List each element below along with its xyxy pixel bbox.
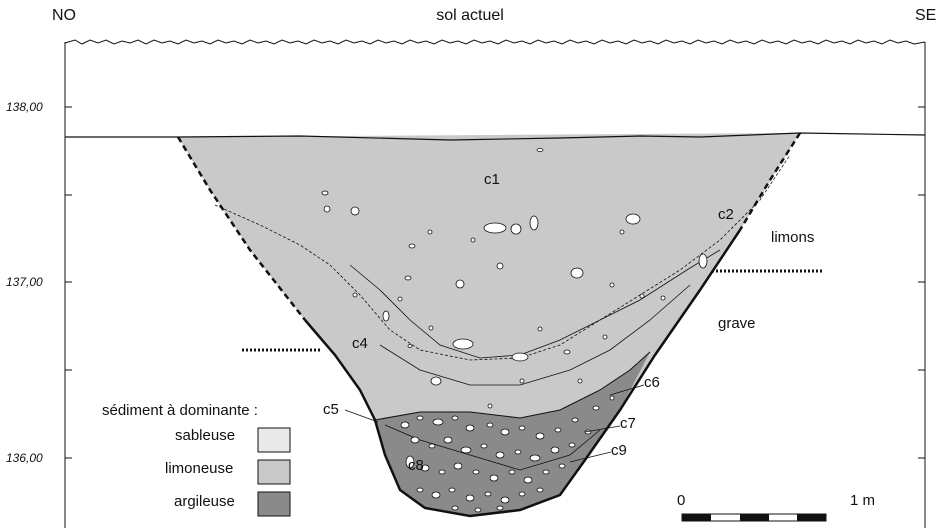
elevation-ticks bbox=[65, 106, 925, 459]
layer-label-c2: c2 bbox=[718, 206, 734, 223]
c6-leader-line bbox=[609, 384, 645, 396]
layer-boundary-c1-inner bbox=[214, 154, 791, 361]
grave-label: grave bbox=[718, 315, 756, 332]
pit-fill-limoneuse bbox=[178, 133, 800, 516]
layer-label-c9: c9 bbox=[611, 442, 627, 459]
layer-label-c1: c1 bbox=[484, 171, 500, 188]
legend-label-argileuse: argileuse bbox=[174, 493, 235, 510]
legend-swatch-limoneuse bbox=[257, 459, 291, 485]
c7-leader-line bbox=[584, 425, 621, 433]
layer-label-c7: c7 bbox=[620, 415, 636, 432]
legend-swatch-argileuse bbox=[257, 491, 291, 517]
c9-leader-line bbox=[569, 451, 612, 463]
layer-label-c4: c4 bbox=[352, 335, 368, 352]
scale-start-label: 0 bbox=[677, 492, 685, 509]
layer-boundary-c4 bbox=[379, 284, 691, 386]
limons-label: limons bbox=[771, 229, 814, 246]
layer-label-c5: c5 bbox=[323, 401, 339, 418]
orientation-no-label: NO bbox=[52, 7, 76, 24]
pit-wall-dashed-right bbox=[738, 132, 802, 231]
pit-top-line bbox=[65, 132, 926, 141]
pit-wall-dashed-left bbox=[176, 136, 306, 321]
layer-label-c6: c6 bbox=[644, 374, 660, 391]
legend: sédiment à dominante : sableuse limoneus… bbox=[102, 402, 291, 517]
legend-label-limoneuse: limoneuse bbox=[165, 460, 233, 477]
elevation-label-136: 136,00 bbox=[6, 451, 43, 465]
stones bbox=[321, 148, 708, 513]
elevation-label-138: 138,00 bbox=[6, 100, 43, 114]
soil-surface-label: sol actuel bbox=[436, 7, 504, 24]
layer-label-c8: c8 bbox=[408, 457, 424, 474]
scale-bar: 0 1 m bbox=[677, 492, 875, 522]
c5-leader-line bbox=[344, 409, 379, 423]
pit-wall-solid bbox=[304, 229, 742, 518]
legend-title: sédiment à dominante : bbox=[102, 402, 258, 419]
legend-swatch-sableuse bbox=[257, 427, 291, 453]
soil-surface-line bbox=[64, 39, 926, 45]
legend-label-sableuse: sableuse bbox=[175, 427, 235, 444]
scale-end-label: 1 m bbox=[850, 492, 875, 509]
orientation-se-label: SE bbox=[915, 7, 936, 24]
pit-fill-argileuse bbox=[375, 352, 650, 516]
layer-boundary-c5 bbox=[374, 351, 651, 421]
elevation-label-137: 137,00 bbox=[6, 275, 43, 289]
